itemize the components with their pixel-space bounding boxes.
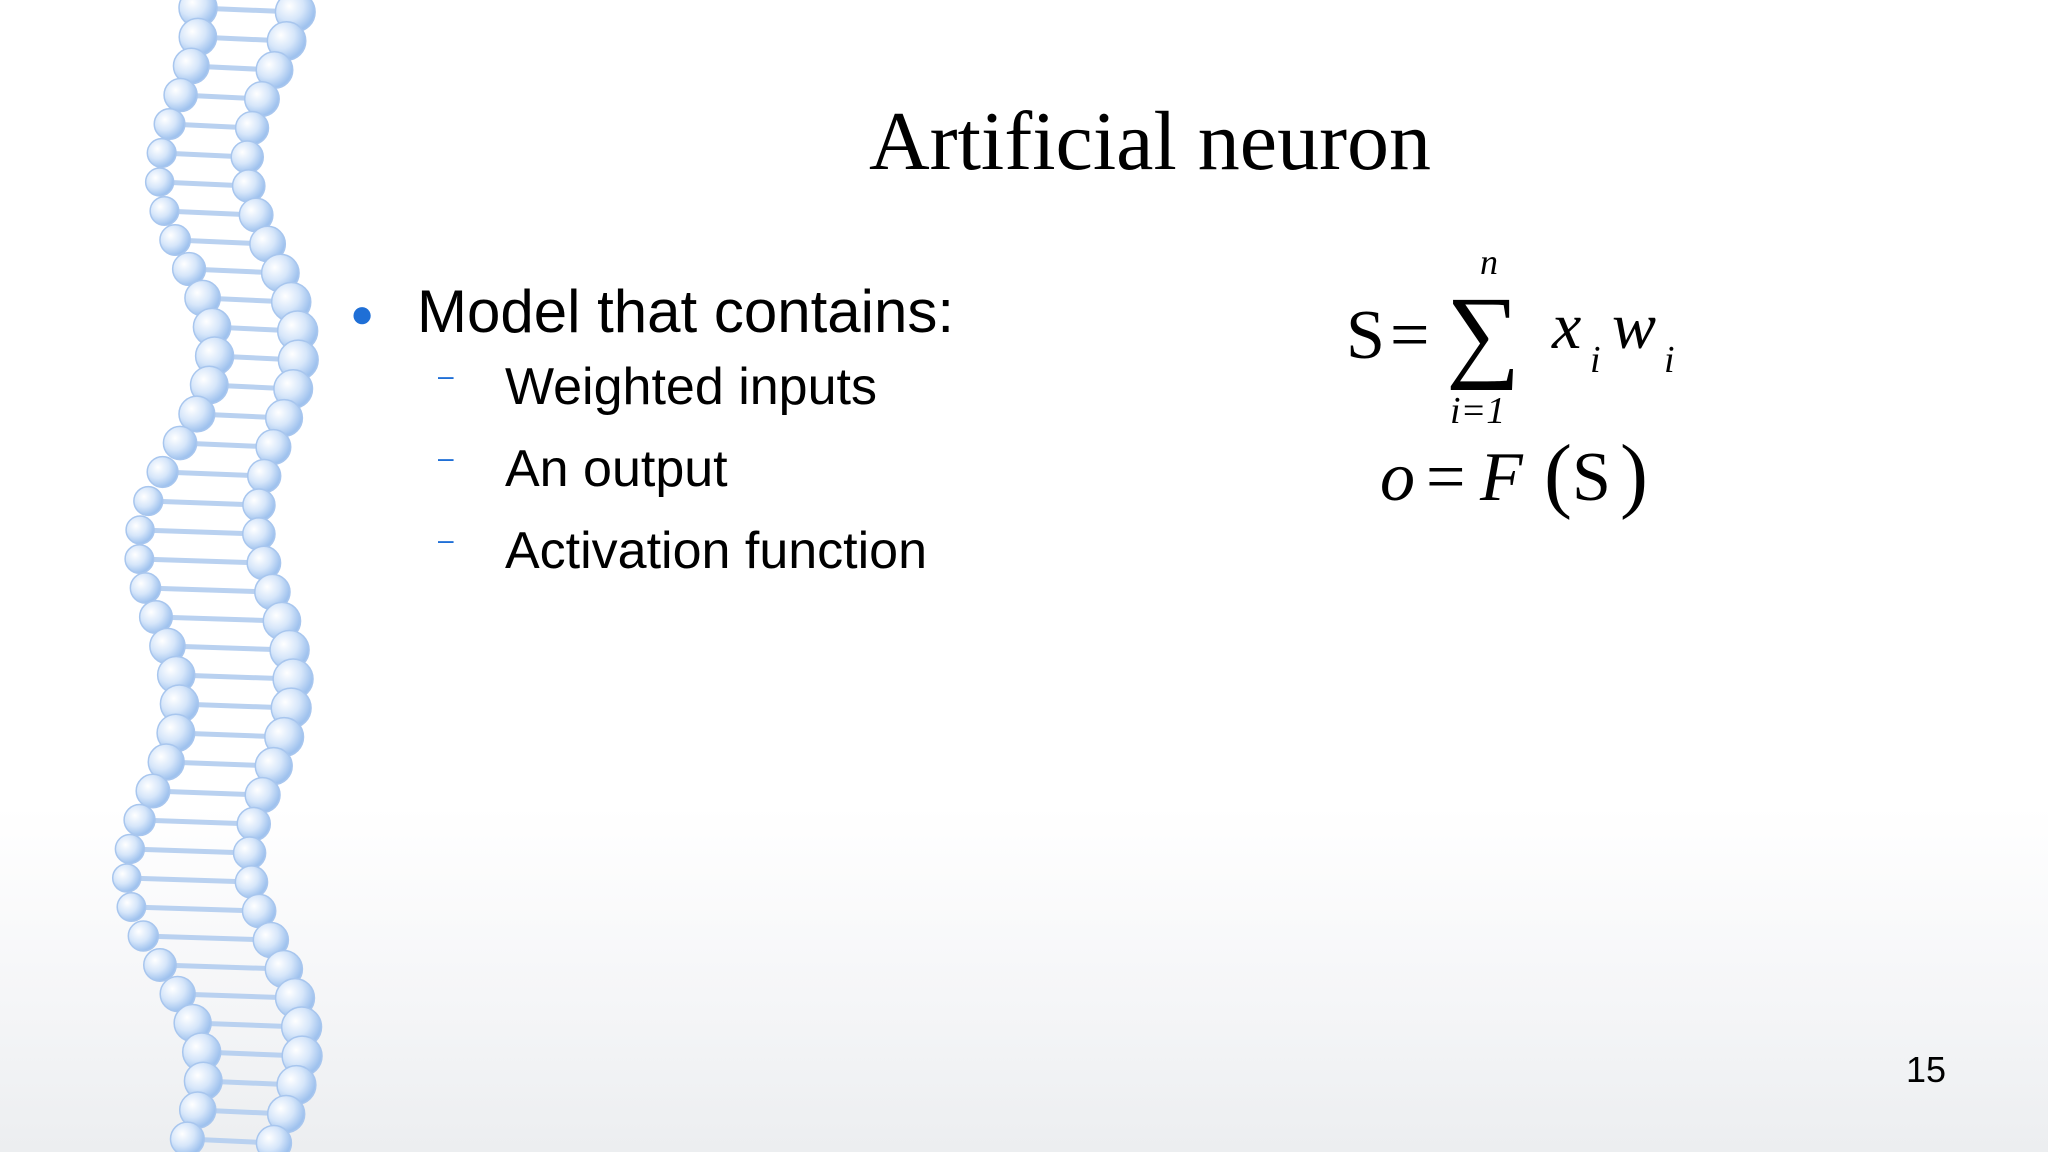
dna-rung — [131, 904, 260, 914]
dash-icon: – — [438, 360, 454, 391]
dna-rung — [145, 585, 273, 595]
dna-sphere — [242, 488, 276, 522]
sum-symbol: ∑ — [1446, 276, 1520, 391]
dna-rung — [126, 875, 252, 885]
formula-block: S = n ∑ i=1 x i w i o = F ( S ) — [1346, 242, 1675, 521]
sum-equals: = — [1390, 297, 1429, 374]
term-w: w — [1612, 290, 1656, 363]
dna-sphere — [234, 110, 270, 146]
dna-sphere — [146, 455, 179, 489]
dna-sphere — [127, 920, 160, 952]
dna-sphere — [255, 1124, 293, 1152]
dna-sphere — [159, 224, 192, 256]
dna-rung — [139, 556, 264, 566]
out-open-paren: ( — [1544, 428, 1572, 521]
sum-upper: n — [1480, 242, 1498, 282]
term-x-sub: i — [1590, 339, 1601, 381]
sum-lower: i=1 — [1450, 390, 1505, 432]
dna-sphere — [163, 77, 198, 113]
dna-sphere — [146, 137, 177, 169]
dna-sphere — [133, 485, 164, 517]
dna-sphere — [241, 517, 276, 551]
dna-sphere — [142, 948, 177, 982]
term-x: x — [1551, 290, 1581, 363]
dna-rung — [167, 643, 290, 653]
dna-sphere — [135, 773, 171, 809]
dna-sphere — [114, 833, 146, 865]
dna-rung — [152, 788, 263, 798]
sub-item-text: Activation function — [505, 522, 928, 580]
out-lhs: o — [1380, 439, 1415, 516]
dna-sphere — [231, 169, 266, 203]
dna-sphere — [149, 195, 180, 227]
sum-lhs: S — [1346, 297, 1385, 374]
dna-sphere — [129, 572, 162, 604]
dna-sphere — [236, 806, 272, 842]
dna-sphere — [234, 865, 269, 899]
dna-sphere — [230, 140, 265, 174]
slide-title: Artificial neuron — [868, 95, 1432, 188]
dna-sphere — [232, 836, 267, 870]
dash-icon: – — [438, 442, 454, 473]
dna-sphere — [162, 425, 198, 461]
dna-sphere — [171, 251, 207, 287]
out-equals: = — [1426, 439, 1465, 516]
sub-item-text: An output — [505, 440, 728, 498]
sub-item-text: Weighted inputs — [505, 358, 877, 416]
dna-rung — [159, 962, 284, 972]
dna-rung — [155, 614, 282, 624]
dna-rung — [148, 498, 260, 508]
dna-sphere — [178, 395, 216, 433]
page-number: 15 — [1905, 1049, 1946, 1090]
dna-sphere — [246, 458, 282, 494]
dna-sphere — [111, 863, 142, 893]
dna-sphere — [125, 515, 155, 545]
dna-sphere — [124, 543, 155, 575]
dna-rung — [139, 817, 254, 827]
dna-helix-decoration — [111, 0, 323, 1152]
dna-rung — [143, 933, 271, 943]
bullet-text: Model that contains: — [417, 278, 954, 345]
dash-icon: – — [438, 524, 454, 555]
out-close-paren: ) — [1620, 428, 1648, 521]
term-w-sub: i — [1664, 339, 1675, 381]
dna-sphere — [169, 1121, 205, 1152]
dna-sphere — [144, 167, 175, 197]
out-arg: S — [1572, 439, 1611, 516]
out-func: F — [1479, 439, 1524, 516]
bullet-dot-icon: ● — [350, 292, 375, 336]
dna-sphere — [116, 892, 147, 922]
dna-rung — [129, 846, 250, 856]
dna-sphere — [123, 803, 156, 837]
dna-sphere — [153, 107, 186, 141]
dna-rung — [140, 527, 259, 537]
